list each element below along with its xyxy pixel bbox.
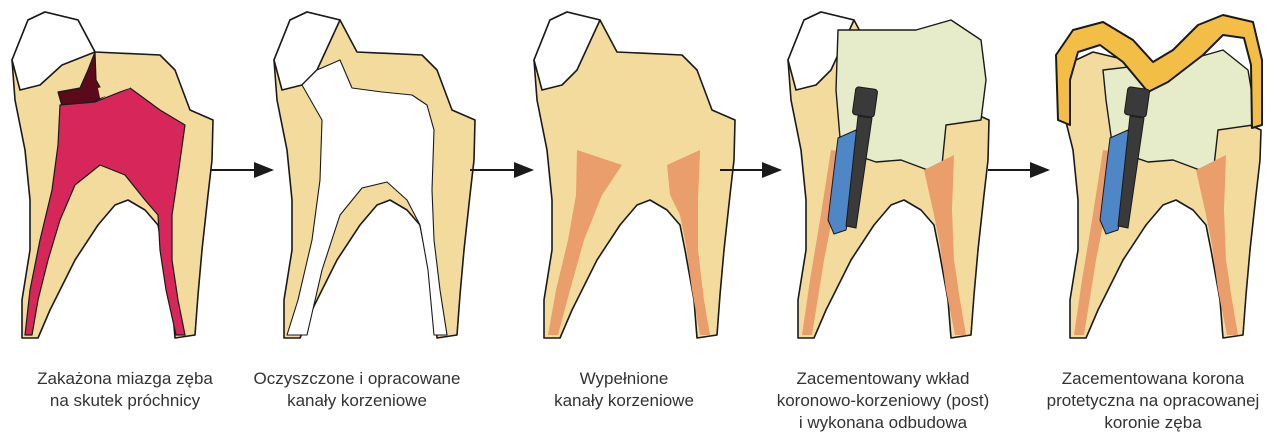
caption-line: Wypełnione [499, 368, 749, 390]
caption-step-4: Zacementowany wkład koronowo-korzeniowy … [758, 368, 1008, 434]
caption-line: kanały korzeniowe [232, 390, 482, 412]
filled-canals-tooth-icon [534, 12, 735, 338]
caption-line: Zacementowany wkład [758, 368, 1008, 390]
caption-line: kanały korzeniowe [499, 390, 749, 412]
crowned-tooth-icon [1056, 15, 1262, 338]
caption-line: Zakażona miazga zęba [0, 368, 250, 390]
caption-line: na skutek próchnicy [0, 390, 250, 412]
infected-tooth-icon [12, 12, 213, 338]
caption-line: koronie zęba [1028, 412, 1278, 434]
caption-step-5: Zacementowana korona protetyczna na opra… [1028, 368, 1278, 434]
caption-step-3: Wypełnione kanały korzeniowe [499, 368, 749, 412]
cleaned-canals-tooth-icon [274, 12, 475, 338]
caption-line: Zacementowana korona [1028, 368, 1278, 390]
caption-line: protetyczna na opracowanej [1028, 390, 1278, 412]
caption-line: i wykonana odbudowa [758, 412, 1008, 434]
post-buildup-tooth-icon [788, 12, 989, 338]
caption-step-2: Oczyszczone i opracowane kanały korzenio… [232, 368, 482, 412]
caption-line: Oczyszczone i opracowane [232, 368, 482, 390]
caption-line: koronowo-korzeniowy (post) [758, 390, 1008, 412]
caption-step-1: Zakażona miazga zęba na skutek próchnicy [0, 368, 250, 412]
